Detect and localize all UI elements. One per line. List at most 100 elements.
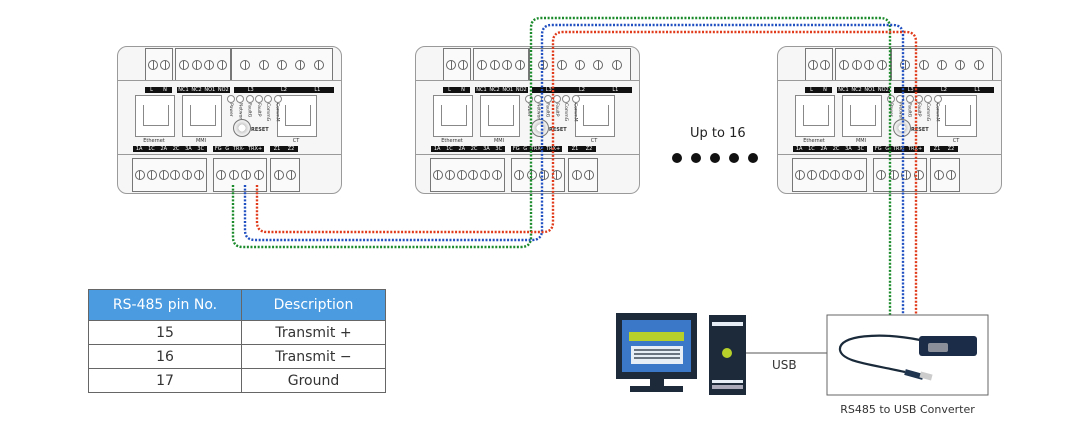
terminal-screw-icon bbox=[134, 170, 145, 180]
terminal-label: 1C bbox=[808, 146, 815, 152]
led-label: Power bbox=[526, 103, 531, 117]
terminal-screw-icon bbox=[286, 170, 297, 180]
terminal-screw-icon bbox=[593, 59, 604, 70]
led-label: CommM bbox=[934, 103, 940, 122]
terminal-screw-icon bbox=[515, 59, 526, 70]
reset-button[interactable] bbox=[531, 119, 549, 137]
terminal-screw-icon bbox=[955, 59, 966, 70]
rs485-terminal-block bbox=[511, 158, 565, 192]
terminal-screw-icon bbox=[216, 170, 227, 180]
terminal-label: NC1 bbox=[476, 87, 487, 93]
led-indicator bbox=[933, 95, 942, 103]
io-terminal-block bbox=[792, 158, 867, 192]
converter-label: RS485 to USB Converter bbox=[840, 403, 975, 416]
port-ethernet bbox=[795, 95, 835, 137]
terminal-label: Z1 bbox=[933, 146, 941, 152]
terminal-screw-icon bbox=[295, 59, 306, 70]
terminal-screw-icon bbox=[276, 59, 287, 70]
port-label: CT bbox=[590, 138, 598, 144]
led-label: FaultP bbox=[915, 103, 921, 117]
reset-button[interactable] bbox=[233, 119, 251, 137]
led-label: FaultP bbox=[553, 103, 559, 117]
terminal-label: TRX- bbox=[892, 146, 905, 152]
terminal-label: L2 bbox=[579, 87, 585, 93]
terminal-label: 3C bbox=[197, 146, 205, 152]
terminal-label: TRX+ bbox=[908, 146, 923, 152]
terminal-screw-icon bbox=[551, 170, 562, 180]
terminal-label: 2A bbox=[458, 146, 466, 152]
terminal-label: G bbox=[523, 146, 528, 152]
port-label: Ethernet bbox=[803, 138, 825, 144]
terminal-label: G bbox=[225, 146, 230, 152]
table-header-row: RS-485 pin No. Description bbox=[88, 289, 386, 321]
terminal-screw-icon bbox=[574, 59, 585, 70]
terminal-screw-icon bbox=[936, 59, 947, 70]
power-terminal-block bbox=[805, 48, 833, 81]
voltage-terminal-block bbox=[891, 48, 993, 81]
terminal-label: 2A bbox=[160, 146, 168, 152]
terminal-screw-icon bbox=[806, 170, 817, 180]
led-indicator bbox=[562, 95, 571, 103]
terminal-label: NC2 bbox=[191, 87, 202, 93]
port-label: MMI bbox=[855, 138, 867, 144]
zone-label-bar: Z1 Z2 bbox=[930, 146, 958, 152]
terminal-label: Z2 bbox=[585, 146, 593, 152]
divider bbox=[117, 80, 342, 81]
terminal-screw-icon bbox=[876, 170, 887, 180]
port-mmi bbox=[480, 95, 520, 137]
terminal-label: G bbox=[885, 146, 890, 152]
terminal-screw-icon bbox=[217, 59, 228, 70]
terminal-screw-icon bbox=[502, 59, 513, 70]
zone-terminal-block bbox=[568, 158, 598, 192]
terminal-screw-icon bbox=[191, 59, 202, 70]
led-label: FaultP bbox=[255, 103, 261, 117]
terminal-screw-icon bbox=[556, 59, 567, 70]
led-label: Network bbox=[535, 103, 541, 122]
terminal-screw-icon bbox=[241, 170, 252, 180]
port-label: CT bbox=[952, 138, 960, 144]
terminal-label: Z2 bbox=[947, 146, 955, 152]
pin-cell: 15 bbox=[88, 320, 242, 345]
terminal-screw-icon bbox=[480, 170, 491, 180]
terminal-screw-icon bbox=[842, 170, 853, 180]
terminal-screw-icon bbox=[918, 59, 929, 70]
reset-label: RESET bbox=[911, 127, 929, 133]
trx-plus-wire bbox=[255, 30, 918, 315]
rs485-terminal-block bbox=[873, 158, 927, 192]
terminal-label: FG bbox=[874, 146, 882, 152]
terminal-screw-icon bbox=[170, 170, 181, 180]
terminal-label: L bbox=[150, 87, 153, 93]
terminal-screw-icon bbox=[854, 170, 865, 180]
led-indicator bbox=[914, 95, 923, 103]
led-label: FaultG bbox=[544, 103, 550, 118]
port-ct bbox=[937, 95, 977, 137]
terminal-label: L1 bbox=[974, 87, 981, 93]
terminal-label: 3A bbox=[845, 146, 852, 152]
terminal-screw-icon bbox=[538, 59, 549, 70]
terminal-screw-icon bbox=[492, 170, 503, 180]
terminal-label: L1 bbox=[314, 87, 321, 93]
terminal-screw-icon bbox=[584, 170, 595, 180]
terminal-label: Z1 bbox=[571, 146, 579, 152]
terminal-screw-icon bbox=[877, 59, 888, 70]
terminal-screw-icon bbox=[148, 59, 158, 70]
terminal-label: 2C bbox=[470, 146, 478, 152]
terminal-screw-icon bbox=[489, 59, 500, 70]
terminal-screw-icon bbox=[456, 170, 467, 180]
terminal-screw-icon bbox=[273, 170, 284, 180]
terminal-screw-icon bbox=[228, 170, 239, 180]
port-label: MMI bbox=[195, 138, 207, 144]
terminal-screw-icon bbox=[901, 170, 912, 180]
